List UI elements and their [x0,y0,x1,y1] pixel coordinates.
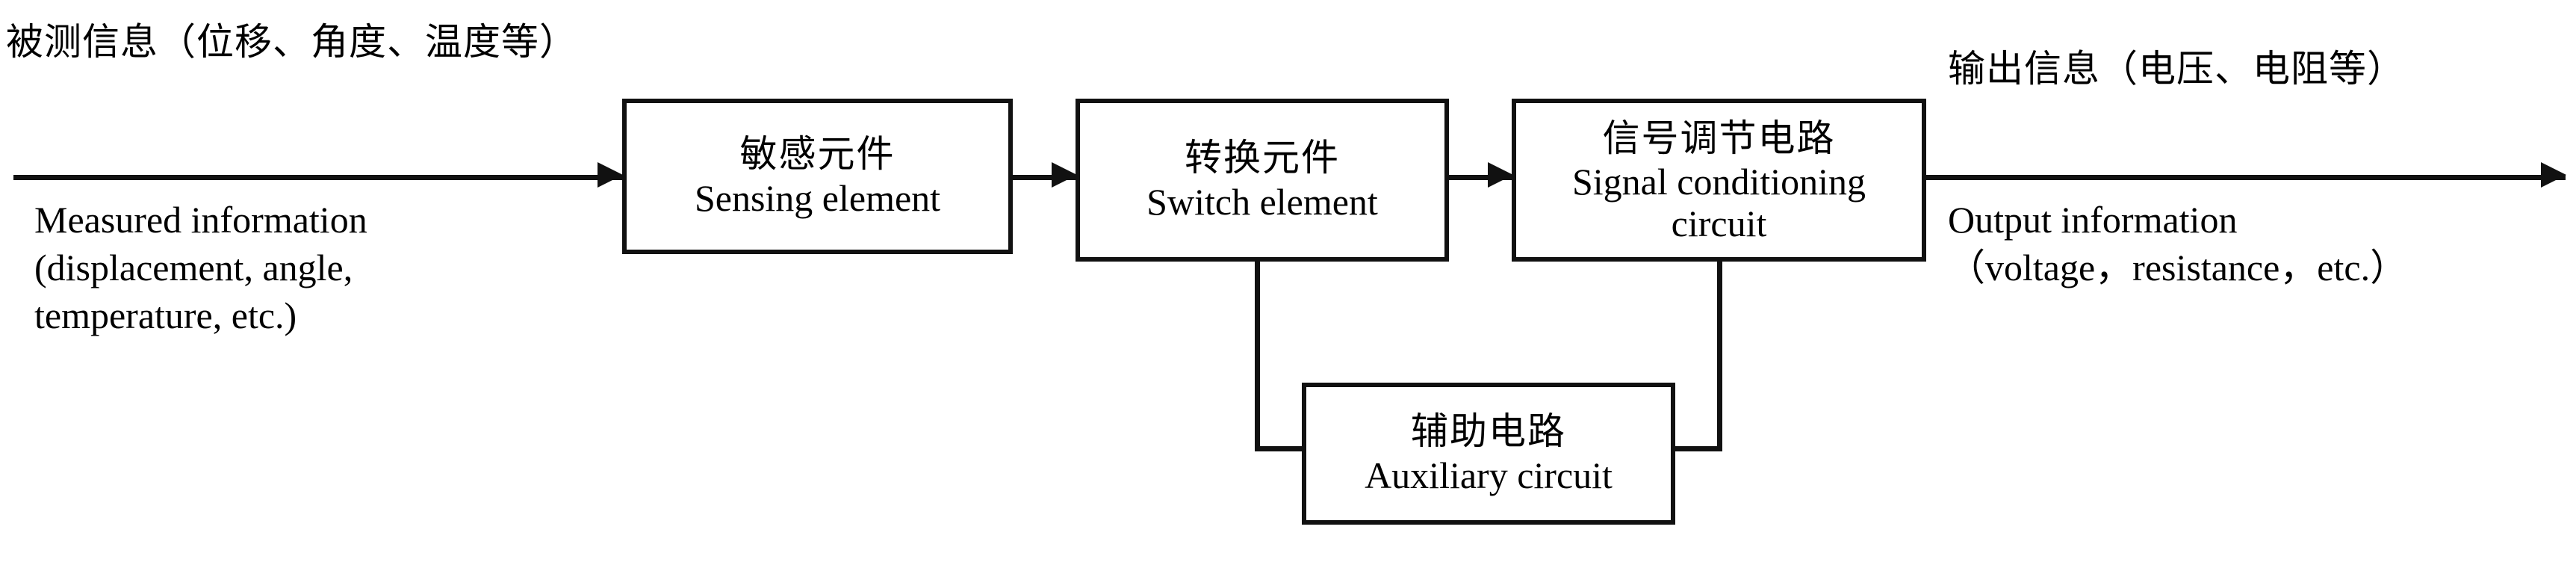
input-arrowhead-icon [598,162,623,188]
sensing-to-switch-arrowhead-icon [1052,162,1077,188]
block-auxiliary-circuit-english: Auxiliary circuit [1365,454,1613,496]
switch-to-signal-line [1449,175,1512,180]
input-caption-english-line1: Measured information [34,199,367,241]
switch-to-signal-arrowhead-icon [1488,162,1513,188]
block-sensing-element-english: Sensing element [694,177,941,219]
output-arrow-line [1926,175,2566,180]
block-signal-conditioning-circuit-chinese: 信号调节电路 [1602,116,1836,160]
block-signal-conditioning-circuit-english-line1: Signal conditioning [1571,160,1866,203]
sensing-to-switch-line [1013,175,1076,180]
output-caption-chinese: 输出信息（电压、电阻等） [1948,45,2405,93]
block-signal-conditioning-circuit-english-line2: circuit [1671,202,1767,244]
switch-to-auxiliary-horizontal-line [1255,446,1307,451]
input-caption-chinese-text: 被测信息（位移、角度、温度等） [6,20,577,64]
block-signal-conditioning-circuit[interactable]: 信号调节电路 Signal conditioning circuit [1512,99,1926,262]
input-caption-english-line3: temperature, etc.) [34,294,297,336]
input-caption-chinese: 被测信息（位移、角度、温度等） [6,18,577,66]
block-auxiliary-circuit[interactable]: 辅助电路 Auxiliary circuit [1302,383,1675,525]
block-sensing-element-chinese: 敏感元件 [739,132,896,176]
output-caption-english-line2: （voltage，resistance，etc.） [1948,247,2408,288]
output-caption-english: Output information （voltage，resistance，e… [1948,196,2407,291]
input-arrow-line [13,175,622,180]
output-caption-english-line1: Output information [1948,199,2238,241]
input-caption-english-line2: (displacement, angle, [34,247,353,288]
block-sensing-element[interactable]: 敏感元件 Sensing element [622,99,1013,254]
block-switch-element-chinese: 转换元件 [1185,136,1340,179]
output-arrowhead-icon [2541,162,2566,188]
switch-to-auxiliary-vertical-line [1255,262,1260,451]
input-caption-english: Measured information (displacement, angl… [34,196,367,339]
block-switch-element-english: Switch element [1146,181,1378,223]
block-switch-element[interactable]: 转换元件 Switch element [1076,99,1449,262]
signal-to-auxiliary-horizontal-line [1670,446,1722,451]
signal-to-auxiliary-vertical-line [1717,262,1722,451]
output-caption-chinese-text: 输出信息（电压、电阻等） [1948,47,2405,90]
block-auxiliary-circuit-chinese: 辅助电路 [1411,410,1566,453]
